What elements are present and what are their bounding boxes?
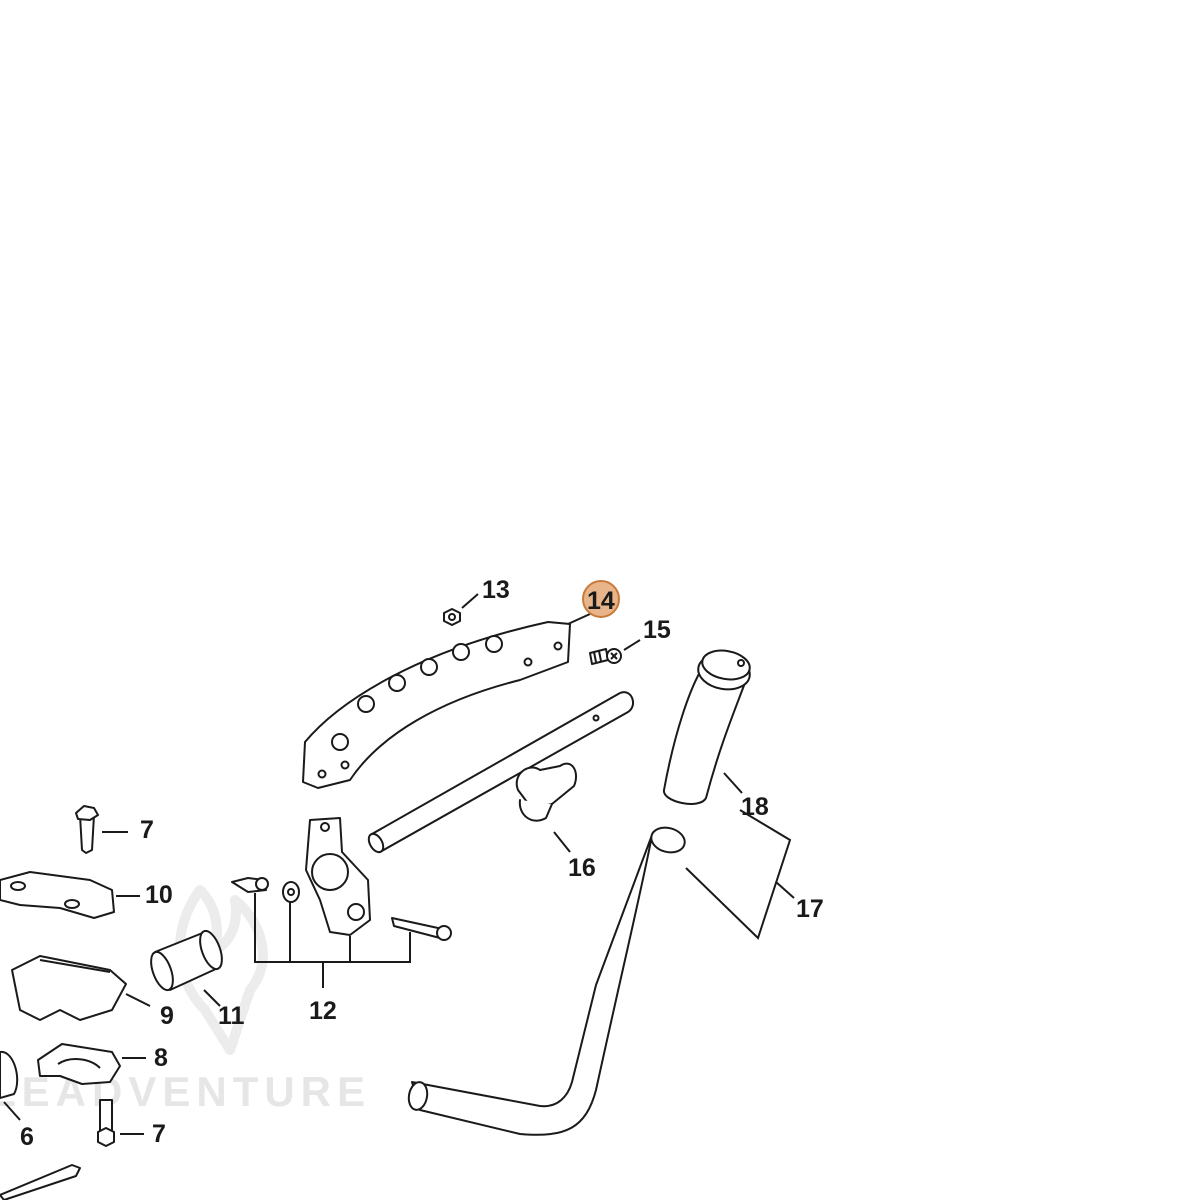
callout-11[interactable]: 11 [218, 1002, 245, 1030]
part-7-bolt-lower[interactable] [97, 1099, 144, 1147]
shaft[interactable] [366, 691, 635, 855]
callout-8[interactable]: 8 [154, 1044, 168, 1072]
part-10-clamp[interactable] [0, 871, 140, 919]
part-8-clamp[interactable] [37, 1043, 146, 1085]
callout-9[interactable]: 9 [160, 1002, 174, 1030]
callout-13[interactable]: 13 [482, 576, 510, 604]
highlight-circle [582, 580, 620, 618]
callout-17[interactable]: 17 [796, 895, 824, 923]
rod[interactable] [0, 1164, 81, 1200]
part-6-tube[interactable] [0, 1051, 21, 1121]
callout-18[interactable]: 18 [741, 793, 769, 821]
part-13-nut[interactable] [443, 593, 479, 626]
part-11-sleeve[interactable] [147, 928, 227, 1007]
callout-14[interactable]: 14 [587, 587, 615, 615]
callout-6[interactable]: 6 [20, 1123, 34, 1151]
part-9-bracket[interactable] [11, 955, 151, 1021]
callout-7-lower[interactable]: 7 [152, 1120, 166, 1148]
callout-12[interactable]: 12 [309, 997, 337, 1025]
callout-15[interactable]: 15 [643, 616, 671, 644]
part-14-bracket[interactable] [302, 621, 571, 789]
part-16-clip[interactable] [515, 762, 578, 853]
part-7-bolt-upper[interactable] [75, 805, 128, 854]
part-18-grip[interactable] [663, 647, 753, 805]
part-17-handle[interactable] [407, 809, 795, 1136]
part-12-assembly[interactable] [231, 817, 452, 988]
callout-7-upper[interactable]: 7 [140, 816, 154, 844]
callout-16[interactable]: 16 [568, 854, 596, 882]
callout-10[interactable]: 10 [145, 881, 173, 909]
leader-14 [567, 613, 591, 625]
part-15-screw[interactable] [589, 639, 641, 665]
